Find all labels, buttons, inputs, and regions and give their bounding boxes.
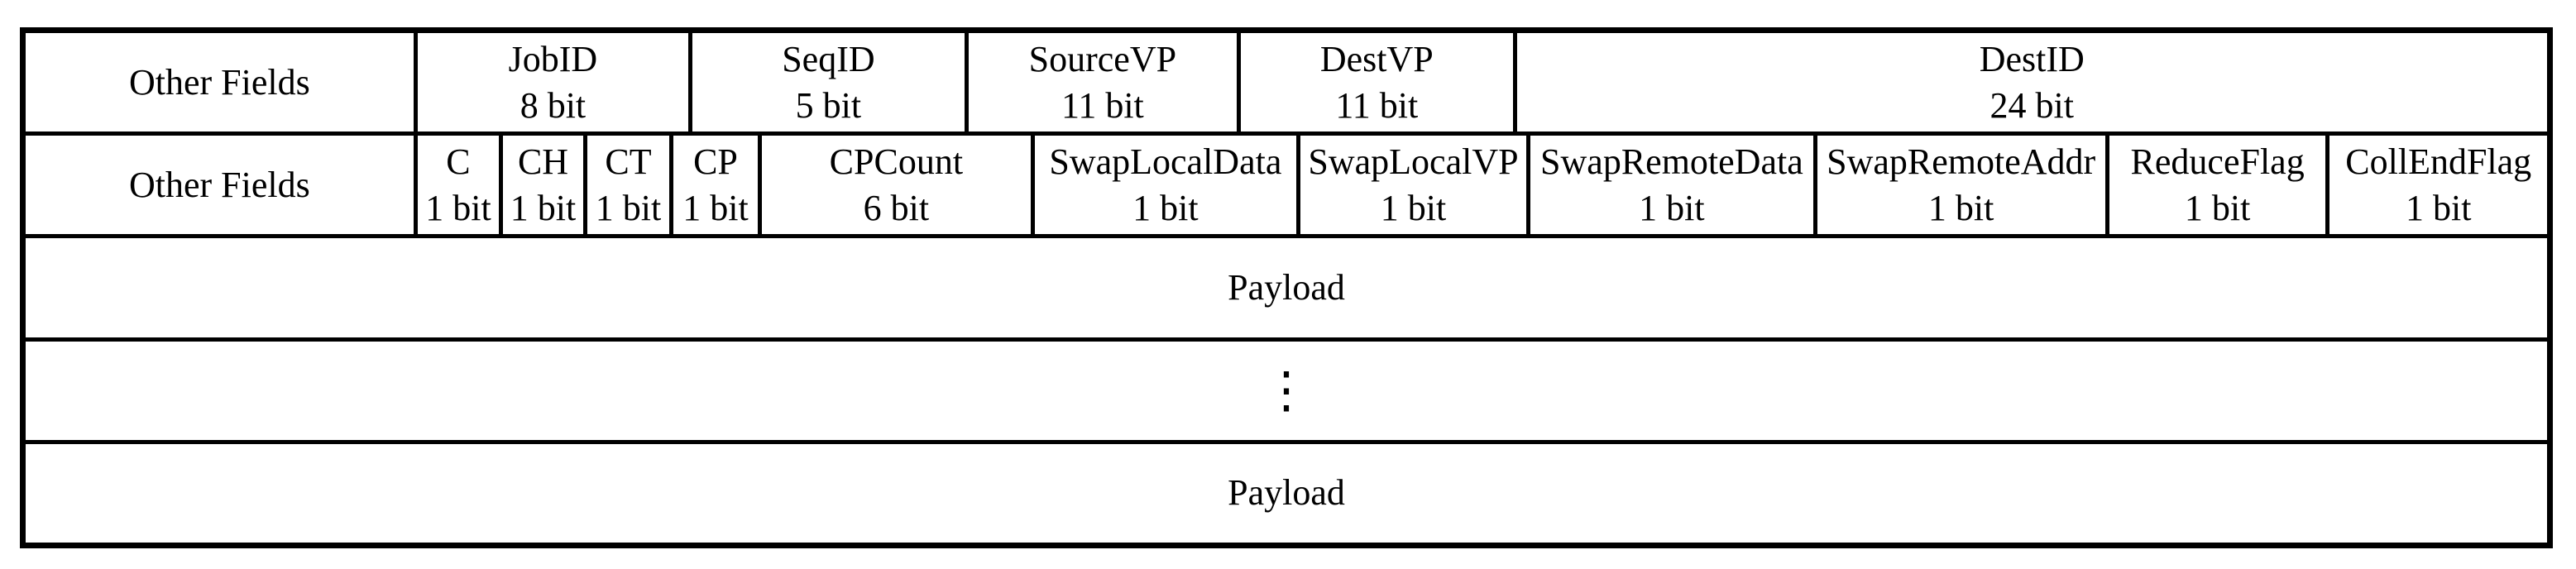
field-sourcevp: SourceVP 11 bit — [969, 33, 1242, 132]
packet-format-diagram: Other Fields JobID 8 bit SeqID 5 bit Sou… — [20, 27, 2553, 548]
field-ct: CT 1 bit — [587, 136, 674, 235]
field-label: SwapLocalData — [1049, 141, 1282, 182]
field-bits: 1 bit — [1927, 187, 1994, 228]
field-bits: 24 bit — [1989, 84, 2074, 126]
payload-label: Payload — [1228, 472, 1345, 514]
header-row-collective: Other Fields C 1 bit CH 1 bit CT 1 bit C… — [26, 136, 2547, 239]
field-bits: 1 bit — [595, 187, 662, 228]
field-jobid: JobID 8 bit — [418, 33, 693, 132]
field-bits: 1 bit — [1132, 187, 1199, 228]
field-label: SwapRemoteData — [1540, 141, 1803, 182]
vertical-ellipsis: ⋮ — [1262, 363, 1311, 418]
field-label: SeqID — [782, 38, 875, 79]
field-bits: 1 bit — [2184, 187, 2251, 228]
field-bits: 11 bit — [1335, 84, 1419, 126]
payload-cell: Payload — [26, 444, 2547, 543]
field-ch: CH 1 bit — [503, 136, 587, 235]
field-bits: 1 bit — [1380, 187, 1447, 228]
field-swapremotedata: SwapRemoteData 1 bit — [1530, 136, 1817, 235]
field-swaplocaldata: SwapLocalData 1 bit — [1035, 136, 1300, 235]
field-cp: CP 1 bit — [673, 136, 762, 235]
field-label: CollEndFlag — [2345, 141, 2532, 182]
field-label: SourceVP — [1028, 38, 1177, 79]
payload-row-2: Payload — [26, 444, 2547, 543]
ellipsis-row: ⋮ — [26, 342, 2547, 444]
field-destid: DestID 24 bit — [1517, 33, 2547, 131]
field-label: CT — [605, 141, 652, 182]
field-label: SwapRemoteAddr — [1827, 141, 2096, 182]
field-label: SwapLocalVP — [1308, 141, 1519, 182]
ellipsis-cell: ⋮ — [26, 342, 2547, 440]
field-label: CP — [693, 141, 738, 182]
field-swapremoteaddr: SwapRemoteAddr 1 bit — [1817, 136, 2109, 235]
field-bits: 1 bit — [682, 187, 749, 228]
payload-cell: Payload — [26, 238, 2547, 337]
field-reduceflag: ReduceFlag 1 bit — [2109, 136, 2330, 235]
field-label: Other Fields — [128, 164, 310, 205]
field-label: DestID — [1979, 38, 2085, 79]
field-cpcount: CPCount 6 bit — [762, 136, 1036, 235]
field-label: CH — [517, 141, 569, 182]
field-other-fields-row2: Other Fields — [26, 136, 418, 235]
field-label: C — [446, 141, 471, 182]
field-c: C 1 bit — [418, 136, 504, 235]
payload-row-1: Payload — [26, 238, 2547, 342]
field-bits: 1 bit — [2406, 187, 2472, 228]
payload-label: Payload — [1228, 267, 1345, 308]
field-bits: 5 bit — [795, 84, 862, 126]
field-bits: 6 bit — [863, 187, 930, 228]
header-row-outer: Other Fields JobID 8 bit SeqID 5 bit Sou… — [26, 33, 2547, 136]
field-bits: 1 bit — [425, 187, 491, 228]
field-label: CPCount — [829, 141, 964, 182]
field-collendflag: CollEndFlag 1 bit — [2329, 136, 2547, 234]
field-bits: 1 bit — [1639, 187, 1705, 228]
field-seqid: SeqID 5 bit — [692, 33, 969, 132]
field-bits: 1 bit — [510, 187, 577, 228]
field-label: Other Fields — [128, 61, 310, 103]
field-bits: 11 bit — [1061, 84, 1144, 126]
field-destvp: DestVP 11 bit — [1241, 33, 1517, 132]
field-swaplocalvp: SwapLocalVP 1 bit — [1300, 136, 1531, 235]
field-label: DestVP — [1319, 38, 1434, 79]
field-label: ReduceFlag — [2130, 141, 2305, 182]
field-other-fields-row1: Other Fields — [26, 33, 418, 132]
field-label: JobID — [508, 38, 598, 79]
field-bits: 8 bit — [520, 84, 587, 126]
